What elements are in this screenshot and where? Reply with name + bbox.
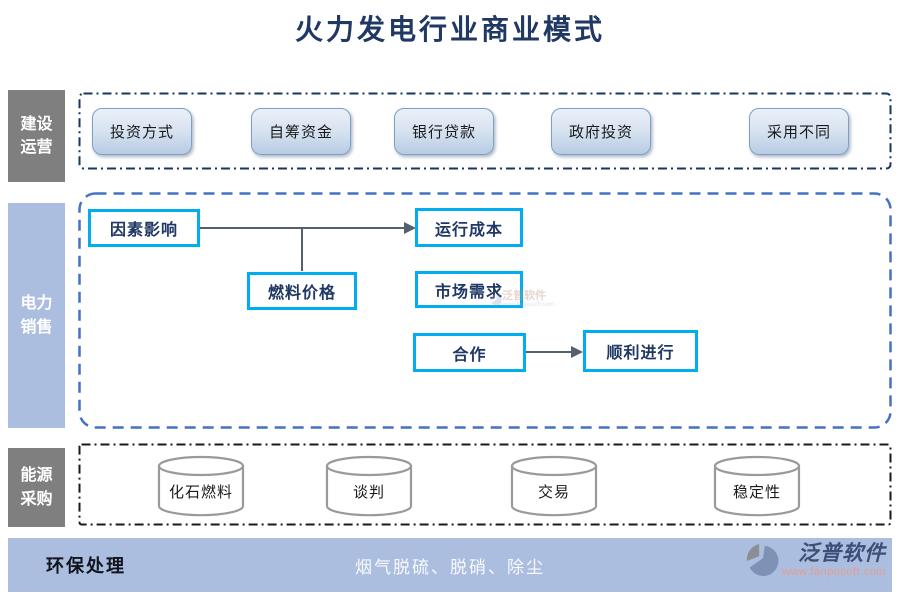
- flow-box-influencing-factors: 因素影响: [88, 209, 200, 247]
- band-label-construction: 建设 运营: [8, 90, 65, 182]
- button-self-raised-funds: 自筹资金: [251, 108, 351, 155]
- energy-procurement-band-container: 化石燃料 谈判 交易 稳定性: [78, 443, 892, 526]
- environmental-label: 环保处理: [46, 556, 126, 576]
- button-adopt-different: 采用不同: [749, 108, 849, 155]
- vendor-logo-url: www.fanpusoft.com: [782, 565, 886, 578]
- cylinder-label: 化石燃料: [168, 485, 233, 501]
- cylinder-shape: [510, 455, 598, 517]
- flow-box-smooth-progress: 顺利进行: [583, 330, 698, 372]
- flow-box-cooperation: 合作: [413, 333, 526, 372]
- cylinder-label: 谈判: [352, 485, 385, 501]
- flow-box-fuel-price: 燃料价格: [247, 272, 357, 310]
- environmental-text: 烟气脱硫、脱硝、除尘: [355, 558, 545, 577]
- flow-box-market-demand: 市场需求: [415, 271, 523, 308]
- page-title: 火力发电行业商业模式: [294, 15, 605, 46]
- cylinder-fossil-fuel: 化石燃料: [157, 455, 245, 517]
- construction-band-container: 投资方式 自筹资金 银行贷款 政府投资 采用不同: [78, 92, 892, 170]
- button-investment-method: 投资方式: [92, 108, 192, 155]
- cylinder-shape: [713, 455, 801, 517]
- energy-procurement-band-frame: [78, 443, 892, 526]
- environmental-band: 烟气脱硫、脱硝、除尘 环保处理 泛普软件 www.fanpusoft.com: [8, 538, 892, 592]
- construction-band-frame: [78, 92, 892, 170]
- cylinder-trading: 交易: [510, 455, 598, 517]
- power-sales-band-frame: [78, 192, 892, 429]
- button-bank-loan: 银行贷款: [394, 108, 494, 155]
- cylinder-shape: [325, 455, 413, 517]
- vendor-logo-name: 泛普软件: [798, 541, 886, 566]
- button-government-investment: 政府投资: [551, 108, 651, 155]
- vendor-logo-icon: [746, 543, 779, 576]
- power-sales-band-container: 因素影响 运行成本 燃料价格 市场需求 合作 顺利进行: [78, 192, 892, 429]
- cylinder-stability: 稳定性: [713, 455, 801, 517]
- cylinder-shape: [157, 455, 245, 517]
- cylinder-label: 稳定性: [732, 485, 781, 501]
- band-label-energy-procurement: 能源 采购: [8, 448, 65, 527]
- band-label-power-sales: 电力 销售: [8, 203, 65, 428]
- vendor-logo: 泛普软件 www.fanpusoft.com: [745, 542, 886, 578]
- cylinder-label: 交易: [537, 485, 570, 501]
- cylinder-negotiation: 谈判: [325, 455, 413, 517]
- flow-box-operating-cost: 运行成本: [415, 208, 523, 247]
